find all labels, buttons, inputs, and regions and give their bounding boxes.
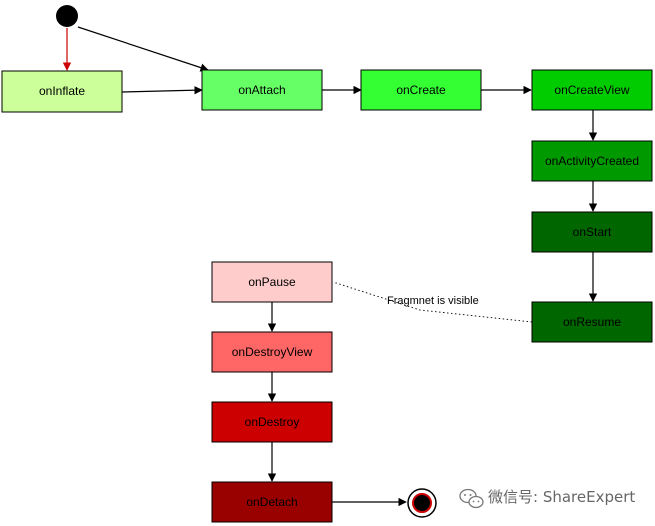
start-node <box>56 5 78 27</box>
node-label-oninflate: onInflate <box>39 84 85 98</box>
fragment-visible-label: Fragmnet is visible <box>387 295 479 307</box>
node-label-onresume: onResume <box>563 315 621 329</box>
node-label-oncreateview: onCreateView <box>554 83 629 97</box>
node-label-oncreate: onCreate <box>396 83 446 97</box>
node-ondestroy: onDestroy <box>211 401 333 443</box>
node-oncreate: onCreate <box>360 69 482 111</box>
visible-connector <box>332 281 533 323</box>
watermark-text: 微信号: ShareExpert <box>488 488 635 506</box>
node-label-ondestroy: onDestroy <box>245 415 300 429</box>
node-label-onpause: onPause <box>248 275 296 289</box>
edges <box>62 26 598 507</box>
node-ondestroyview: onDestroyView <box>211 331 333 373</box>
node-label-ondetach: onDetach <box>246 495 297 509</box>
edge-oninflate-to-onattach <box>121 85 203 95</box>
node-onresume: onResume <box>531 301 653 343</box>
node-label-onstart: onStart <box>573 225 612 239</box>
edge-start-to-onattach <box>77 26 209 72</box>
watermark: 微信号: ShareExpert <box>459 488 635 509</box>
node-onattach: onAttach <box>201 69 323 111</box>
node-oncreateview: onCreateView <box>531 69 653 111</box>
end-node <box>407 488 437 518</box>
node-onactivitycreated: onActivityCreated <box>531 140 653 182</box>
node-label-onactivitycreated: onActivityCreated <box>545 154 639 168</box>
wechat-icon <box>459 488 484 509</box>
node-ondetach: onDetach <box>211 481 333 523</box>
node-oninflate: onInflate <box>1 70 123 113</box>
node-onstart: onStart <box>531 211 653 253</box>
node-label-ondestroyview: onDestroyView <box>232 345 313 359</box>
node-onpause: onPause <box>211 261 333 303</box>
node-label-onattach: onAttach <box>238 83 285 97</box>
